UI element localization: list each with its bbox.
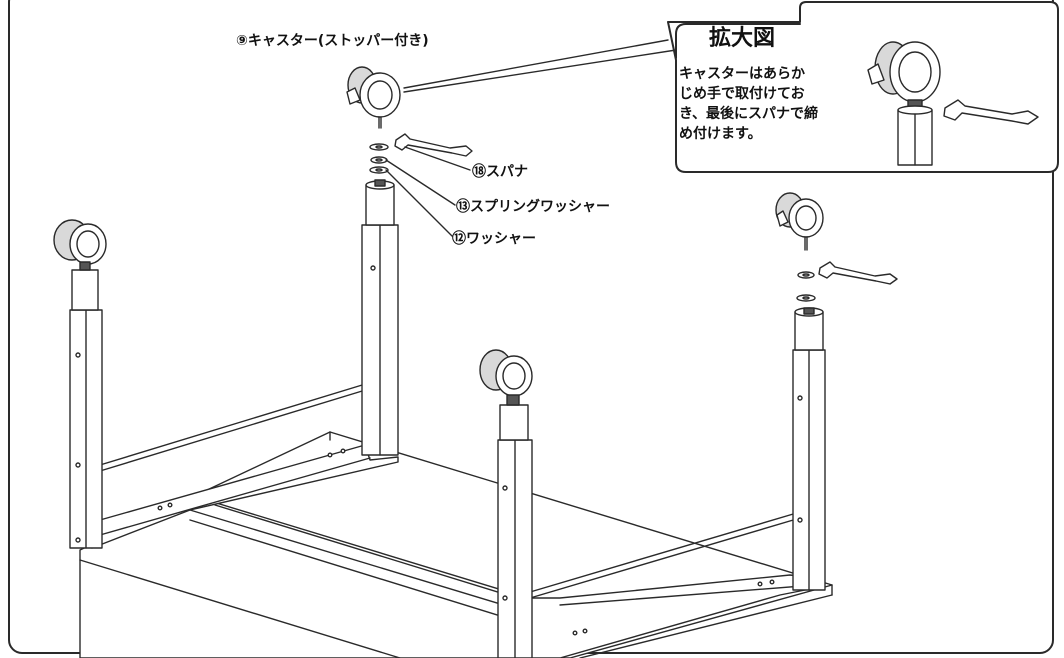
table-top	[79, 431, 833, 658]
callout-box	[403, 1, 1059, 173]
washers-right	[796, 271, 816, 302]
spanner-label: ⑱スパナ	[472, 164, 528, 180]
callout-line: キャスターはあらか	[679, 66, 805, 82]
callout-body: キャスターはあらか じめ手で取付けてお き、最後にスパナで締 め付けます。	[679, 64, 869, 144]
caster-left	[53, 219, 107, 271]
callout-caster	[867, 41, 941, 166]
spring-washer-label: ⑬スプリングワッシャー	[456, 199, 610, 215]
leg-middle	[497, 404, 533, 658]
rail-holes	[157, 448, 775, 636]
callout-line: め付けます。	[679, 126, 762, 142]
caster-right	[775, 192, 824, 251]
washer-label: ⑫ワッシャー	[452, 231, 536, 247]
callout-line: じめ手で取付けてお	[679, 86, 805, 102]
leader-lines	[385, 146, 471, 237]
callout-spanner	[943, 99, 1039, 125]
frame-rails	[91, 444, 816, 658]
leg-back-left	[361, 179, 399, 456]
caster-label: ⑨キャスター(ストッパー付き)	[236, 33, 429, 49]
caster-back-left	[346, 66, 401, 129]
callout-line: き、最後にスパナで締	[679, 106, 819, 122]
leg-left	[69, 269, 103, 549]
washers-back-left	[369, 143, 389, 174]
caster-middle	[479, 349, 533, 406]
spanner-back-left	[394, 133, 473, 157]
callout-title: 拡大図	[709, 26, 776, 51]
spanner-right	[818, 261, 898, 285]
leg-right	[792, 307, 826, 591]
